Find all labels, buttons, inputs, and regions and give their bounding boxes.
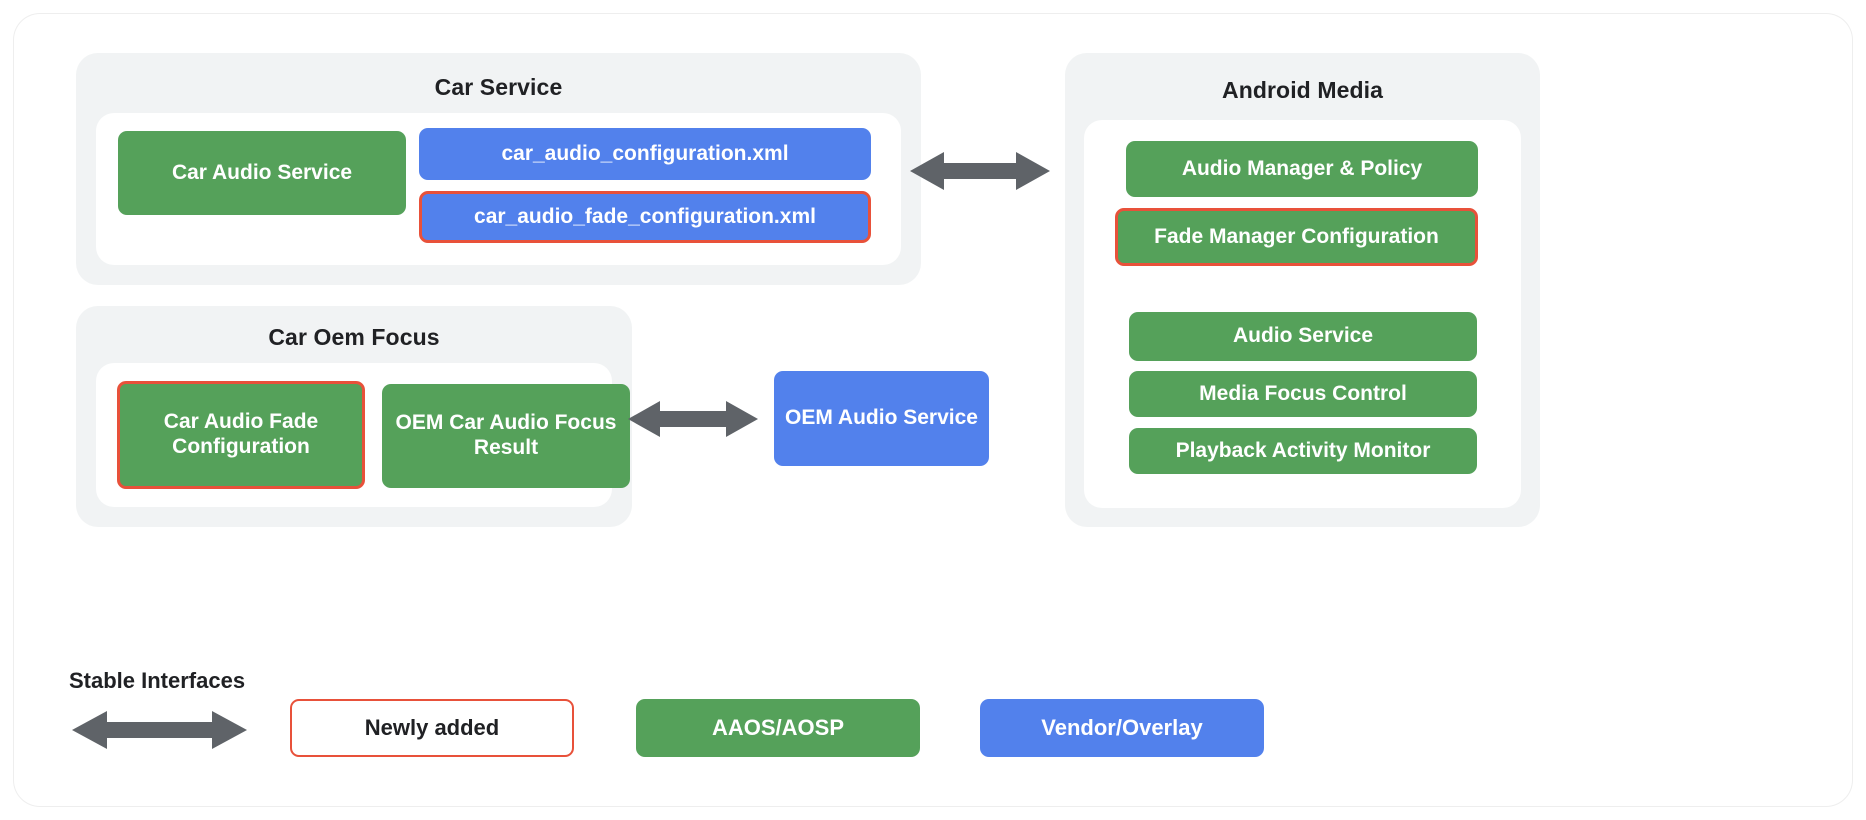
legend-stable-interfaces-label: Stable Interfaces [69, 668, 246, 693]
group-car-service: Car Service Car Audio Service car_audio_… [76, 53, 921, 285]
node-audio-manager-policy[interactable]: Audio Manager & Policy [1126, 141, 1478, 197]
node-oem-audio-service[interactable]: OEM Audio Service [774, 371, 989, 466]
legend-chip-vendor-overlay[interactable]: Vendor/Overlay [980, 699, 1264, 757]
arrow-car-oem-focus-oem-audio-service [628, 394, 758, 444]
group-title-car-oem-focus: Car Oem Focus [268, 324, 440, 350]
group-car-oem-focus: Car Oem Focus Car Audio Fade Configurati… [76, 306, 632, 527]
node-audio-service[interactable]: Audio Service [1129, 312, 1477, 361]
arrow-car-service-android-media [910, 145, 1050, 197]
node-car-audio-fade-configuration[interactable]: Car Audio Fade Configuration [117, 381, 365, 489]
node-car-audio-fade-configuration-xml[interactable]: car_audio_fade_configuration.xml [419, 191, 871, 243]
node-playback-activity-monitor[interactable]: Playback Activity Monitor [1129, 428, 1477, 474]
node-fade-manager-configuration[interactable]: Fade Manager Configuration [1115, 208, 1478, 266]
diagram-canvas: Car Service Car Audio Service car_audio_… [14, 14, 1852, 806]
legend-chip-newly-added[interactable]: Newly added [290, 699, 574, 757]
node-oem-car-audio-focus-result[interactable]: OEM Car Audio Focus Result [382, 384, 630, 488]
group-title-android-media: Android Media [1221, 77, 1384, 103]
node-car-audio-service[interactable]: Car Audio Service [118, 131, 406, 215]
group-android-media: Android Media Audio Manager & Policy Fad… [1065, 53, 1540, 527]
node-media-focus-control[interactable]: Media Focus Control [1129, 371, 1477, 417]
group-title-car-service: Car Service [434, 74, 563, 100]
legend-chip-aaos-aosp[interactable]: AAOS/AOSP [636, 699, 920, 757]
legend-arrow-icon [72, 706, 247, 754]
node-car-audio-configuration-xml[interactable]: car_audio_configuration.xml [419, 128, 871, 180]
